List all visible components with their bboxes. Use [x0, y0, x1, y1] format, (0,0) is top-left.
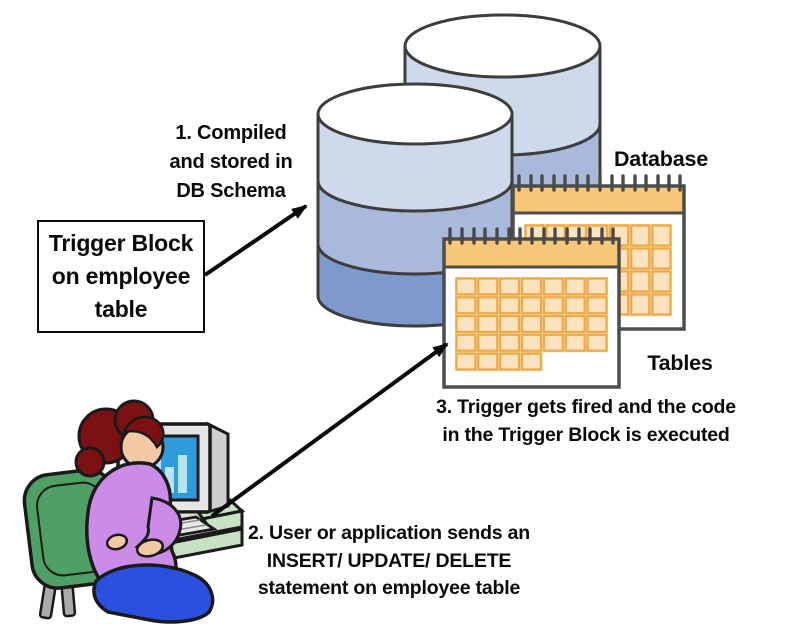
step1-label: 1. Compiled and stored in DB Schema: [169, 122, 293, 202]
trigger-block-box: Trigger Block on employee table: [37, 220, 205, 333]
woman-figure: [74, 399, 215, 624]
arrow-user-to-tables: [210, 342, 449, 518]
arrow-trigger-to-database: [203, 204, 308, 277]
step2-label: 2. User or application sends an INSERT/ …: [247, 522, 531, 599]
tables-label: Tables: [647, 351, 713, 375]
trigger-block-label: Trigger Block on employee table: [48, 230, 194, 322]
table-calendar-front-icon: [442, 227, 621, 389]
database-label: Database: [613, 147, 708, 171]
user-at-computer: [22, 399, 246, 624]
step3-label: 3. Trigger gets fired and the code in th…: [436, 396, 736, 446]
